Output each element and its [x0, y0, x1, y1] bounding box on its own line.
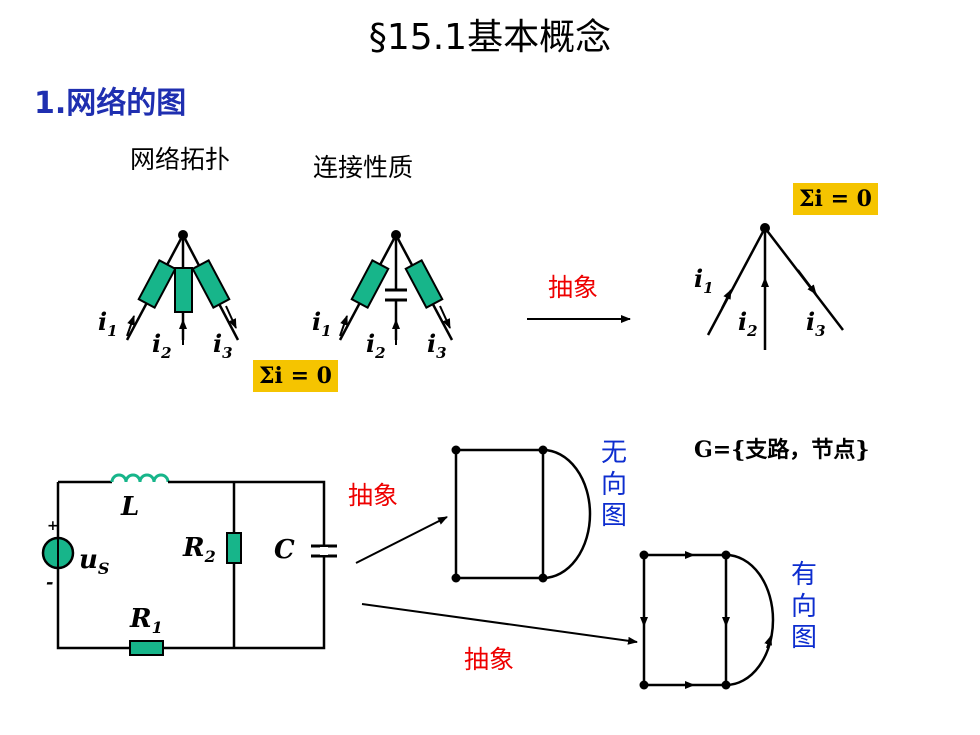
label-uS: uS — [79, 545, 109, 578]
directed-graph — [639, 550, 775, 690]
svg-text:i3: i3 — [806, 307, 826, 340]
label-L: L — [120, 492, 139, 522]
svg-text:i2: i2 — [366, 329, 386, 362]
circuit-diagram: + - L R2 C uS R1 — [41, 473, 337, 656]
svg-text:i1: i1 — [694, 264, 714, 297]
directed-char-2: 向 — [791, 591, 818, 622]
section-heading: 1.网络的图 — [34, 86, 187, 121]
undirected-char-1: 无 — [601, 438, 628, 468]
current-arrow-1 — [126, 315, 135, 337]
current-label-i2: i2 — [152, 329, 172, 362]
connectivity-label: 连接性质 — [313, 153, 414, 182]
svg-text:+: + — [47, 518, 59, 534]
current-arrow-3 — [225, 305, 237, 329]
directed-char-3: 图 — [791, 623, 818, 654]
abstraction-label-bottom: 抽象 — [464, 645, 515, 674]
inductor-L — [110, 473, 170, 483]
svg-text:i1: i1 — [312, 307, 332, 340]
svg-text:i2: i2 — [738, 307, 758, 340]
directed-char-1: 有 — [791, 560, 818, 590]
resistor-R2 — [226, 532, 242, 564]
kcl-box-top: Σi = 0 — [793, 183, 878, 215]
abstraction-arrow-middle — [355, 516, 448, 564]
directed-graph-label: 有 向 图 — [791, 560, 817, 655]
label-C: C — [274, 535, 295, 565]
topology-label: 网络拓扑 — [130, 145, 231, 174]
resistor-branch-2 — [174, 267, 193, 313]
resistor-branch-5 — [404, 258, 444, 310]
resistor-branch-4 — [350, 258, 390, 310]
svg-text:-: - — [46, 572, 53, 593]
abstract-node-graph: i1 i2 i3 — [694, 223, 844, 350]
slide-title: §15.1基本概念 — [368, 17, 612, 58]
undirected-char-2: 向 — [601, 469, 628, 500]
abstraction-label-middle: 抽象 — [348, 481, 399, 510]
resistor-branch-3 — [191, 258, 231, 310]
resistor-R1 — [129, 640, 164, 656]
abstraction-label-top: 抽象 — [548, 273, 599, 302]
label-R1: R1 — [129, 604, 163, 637]
abstraction-arrow-bottom — [361, 603, 638, 645]
svg-text:i3: i3 — [427, 329, 447, 362]
undirected-graph-label: 无 向 图 — [601, 438, 627, 533]
current-label-i3: i3 — [213, 329, 233, 362]
graph-definition: G={支路，节点} — [694, 437, 870, 463]
node-diagram-mixed: i1 i2 i3 — [312, 230, 454, 362]
undirected-graph — [451, 445, 592, 583]
undirected-char-3: 图 — [601, 501, 628, 532]
current-label-i1: i1 — [98, 307, 118, 340]
label-R2: R2 — [182, 533, 216, 566]
node-diagram-resistors: i1 i2 i3 — [98, 230, 240, 362]
kcl-box-bottom: Σi = 0 — [253, 360, 338, 392]
resistor-branch-1 — [137, 258, 177, 310]
